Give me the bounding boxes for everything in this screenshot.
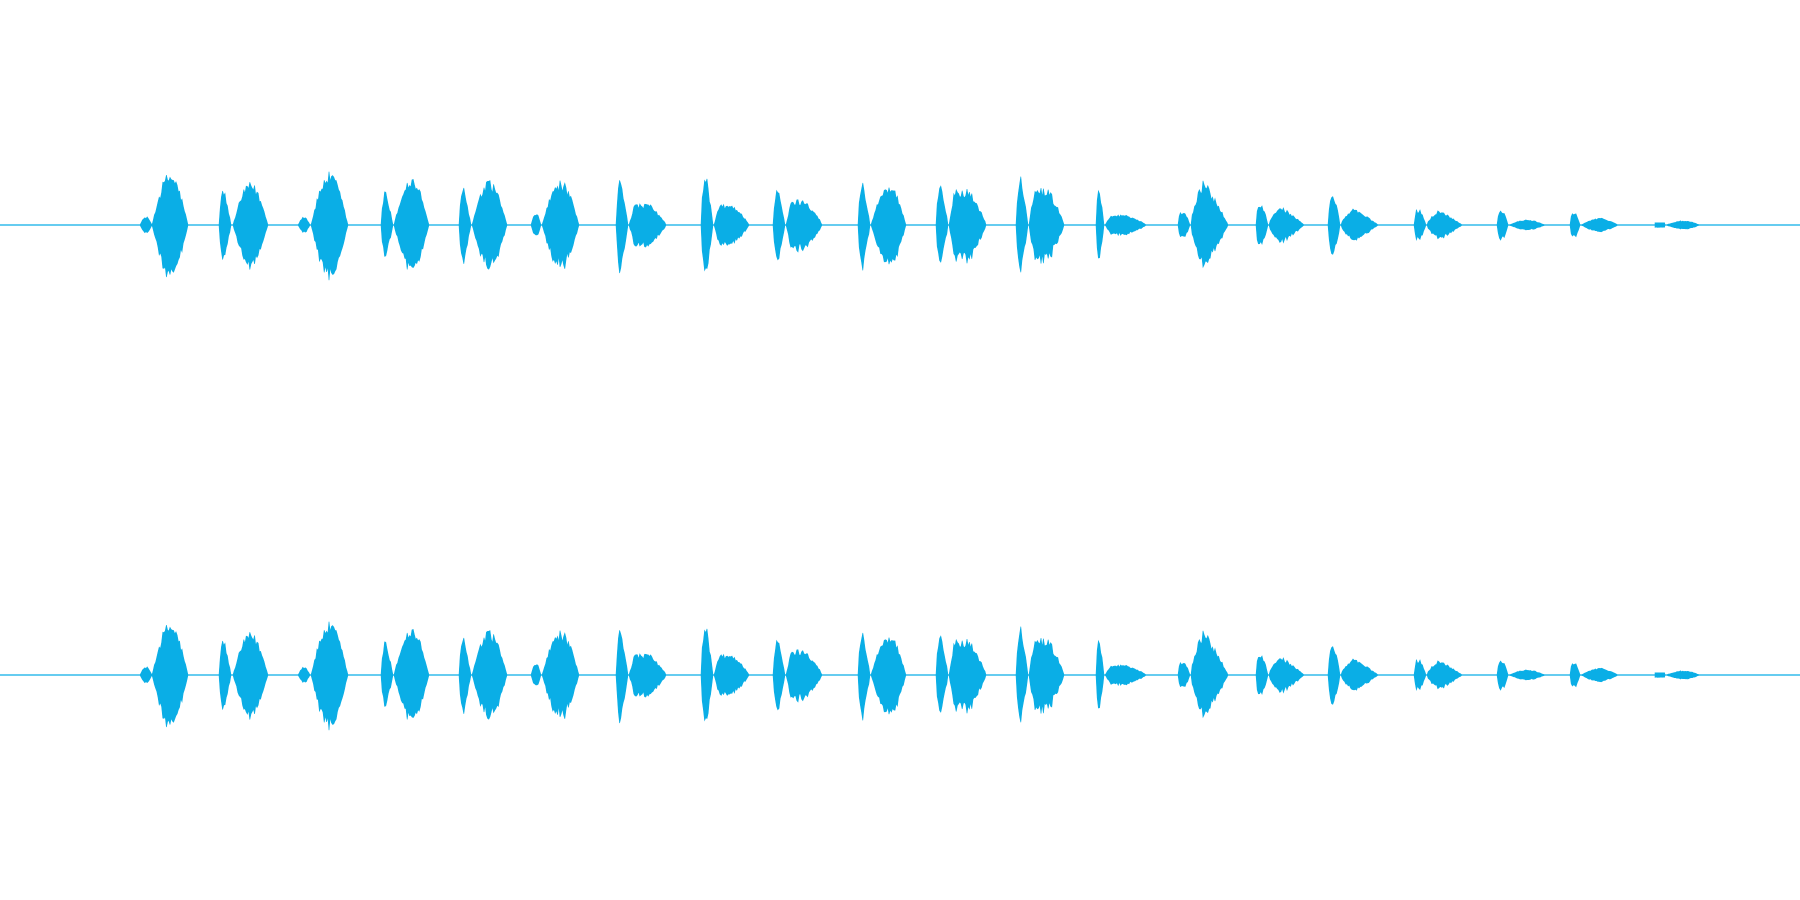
channel-left-burst (1413, 209, 1427, 241)
channel-right-burst (1496, 660, 1509, 691)
channel-right-burst (857, 632, 871, 721)
channel-right-burst (1177, 662, 1191, 688)
channel-right-burst (870, 637, 907, 715)
channel-right-burst (218, 640, 232, 710)
channel-left-burst (1015, 176, 1029, 273)
channel-right-burst (1190, 630, 1229, 719)
channel-right-burst (935, 635, 949, 713)
channel-left-burst (530, 214, 542, 236)
channel-left-burst (713, 203, 750, 246)
channel-left-burst (935, 185, 949, 263)
channel-right-burst (1426, 660, 1463, 690)
channel-left-burst (1095, 189, 1105, 259)
channel-right-burst (615, 630, 629, 724)
channel-right-burst (380, 641, 394, 707)
channel-right-burst (1569, 663, 1581, 688)
channel-right-burst (297, 666, 311, 683)
channel-left-burst (785, 199, 823, 253)
channel-right-burst (458, 637, 472, 714)
channel-left-burst (1665, 220, 1701, 230)
channel-left-burst (1569, 213, 1581, 238)
channel-right-waveform (0, 621, 1800, 731)
channel-left-burst (1340, 208, 1379, 241)
channel-right-burst (530, 664, 542, 686)
channel-left-burst (151, 175, 189, 278)
channel-left-burst (1654, 222, 1666, 228)
channel-right-burst (1015, 626, 1029, 723)
channel-right-burst (1340, 658, 1379, 691)
channel-right[interactable] (0, 450, 1800, 900)
channel-left-burst (870, 187, 907, 265)
channel-left-burst (1508, 219, 1546, 231)
channel-right-burst (1095, 639, 1105, 709)
channel-right-burst (471, 630, 508, 720)
channel-right-burst (139, 666, 153, 684)
channel-left-burst (218, 190, 232, 260)
channel-left-burst (541, 180, 580, 269)
channel-left-burst (310, 171, 349, 281)
channel-right-burst (541, 630, 580, 719)
channel-left-burst (1496, 210, 1509, 241)
channel-right-burst (785, 649, 823, 703)
channel-left-burst (471, 180, 508, 270)
channel-right-burst (232, 632, 269, 720)
channel-left[interactable] (0, 0, 1800, 450)
channel-left-waveform (0, 171, 1800, 281)
channel-right-burst (310, 621, 349, 731)
channel-right-burst (1268, 657, 1305, 694)
channel-right-burst (393, 628, 430, 720)
channel-left-burst (700, 178, 714, 272)
channel-left-burst (393, 178, 430, 270)
channel-left-burst (458, 187, 472, 264)
channel-right-burst (1580, 667, 1619, 683)
channel-right-burst (713, 653, 750, 696)
channel-left-burst (857, 182, 871, 271)
channel-left-burst (615, 180, 629, 274)
channel-right-burst (700, 628, 714, 722)
channel-right-burst (1508, 669, 1546, 681)
channel-left-burst (628, 203, 667, 248)
channel-left-burst (772, 189, 786, 261)
channel-left-burst (139, 216, 153, 234)
channel-right-burst (948, 638, 987, 714)
channel-left-burst (1028, 187, 1065, 264)
channel-right-burst (151, 625, 189, 728)
channel-left-burst (1580, 217, 1619, 233)
channel-left-burst (1327, 196, 1341, 255)
channel-right-burst (1665, 670, 1701, 680)
channel-right-burst (1654, 672, 1666, 678)
channel-left-burst (1268, 207, 1305, 244)
channel-right-burst (772, 639, 786, 711)
channel-left-burst (1177, 212, 1191, 238)
channel-left-burst (297, 216, 311, 233)
channel-left-burst (948, 188, 987, 264)
channel-left-burst (1104, 214, 1147, 237)
channel-right-burst (1327, 646, 1341, 705)
channel-right-burst (1028, 637, 1065, 714)
channel-right-burst (628, 653, 667, 698)
channel-left-burst (1190, 180, 1229, 269)
channel-left-burst (1255, 205, 1269, 246)
channel-right-burst (1104, 664, 1147, 687)
channel-right-burst (1413, 659, 1427, 691)
channel-left-burst (1426, 210, 1463, 240)
channel-right-burst (1255, 655, 1269, 696)
channel-left-burst (232, 182, 269, 270)
channel-left-burst (380, 191, 394, 257)
